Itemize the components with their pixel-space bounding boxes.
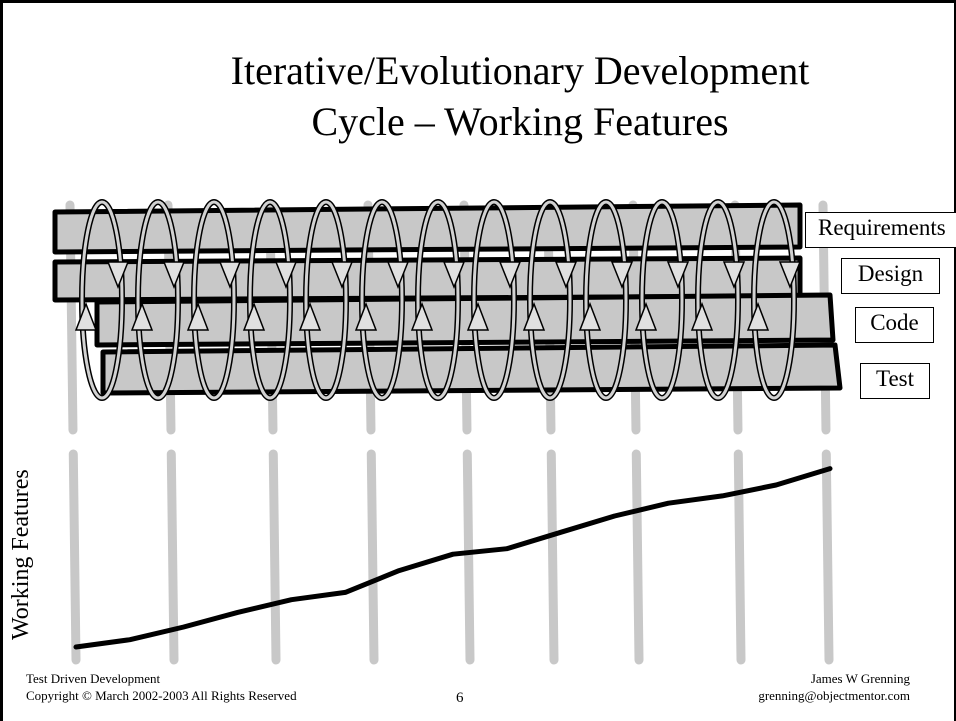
iteration-loop-12 — [690, 199, 746, 401]
loop-down-arrow — [330, 261, 354, 290]
footer-author: James W Grenning — [810, 671, 910, 686]
iteration-loop-10 — [578, 199, 634, 401]
working-features-point-8 — [452, 553, 454, 556]
working-features-point-7 — [398, 569, 401, 572]
iteration-loop-2 — [130, 199, 186, 401]
slide-border-left — [0, 0, 3, 721]
loop-inner — [192, 200, 236, 400]
loop-up-arrow — [298, 301, 322, 331]
loop-down-arrow — [666, 261, 690, 290]
footer-course-title: Test Driven Development — [26, 671, 161, 686]
loop-up-arrow — [410, 301, 434, 331]
working-features-point-12 — [667, 502, 670, 505]
loop-down-arrow — [610, 261, 634, 290]
working-features-point-15 — [829, 467, 831, 470]
loop-inner — [360, 200, 404, 400]
footer-left: Test Driven Development Copyright © Marc… — [26, 670, 297, 704]
phase-label-code: Code — [855, 307, 934, 343]
phase-label-test: Test — [860, 363, 930, 399]
working-features-point-4 — [236, 611, 239, 614]
loop-inner — [752, 200, 796, 400]
loop-up-arrow — [578, 301, 602, 331]
iteration-line-9 — [818, 200, 834, 665]
loop-up-arrow — [690, 301, 714, 331]
slide-title-line2: Cycle – Working Features — [311, 99, 729, 144]
phase-label-requirements: Requirements — [805, 212, 956, 248]
loop-inner — [80, 200, 124, 400]
working-features-point-5 — [290, 598, 293, 601]
iteration-loop-8 — [466, 199, 522, 401]
loop-inner — [584, 200, 628, 400]
loop-inner — [640, 200, 684, 400]
iteration-loop-6 — [354, 199, 410, 401]
footer-email: grenning@objectmentor.com — [758, 688, 910, 703]
slide-border-top — [0, 0, 956, 3]
iteration-loop-13 — [746, 199, 802, 401]
footer-right: James W Grenning grenning@objectmentor.c… — [758, 670, 910, 704]
loop-down-arrow — [274, 261, 298, 290]
working-features-point-9 — [505, 547, 508, 550]
loop-down-arrow — [554, 261, 578, 290]
working-features-point-1 — [75, 646, 77, 648]
footer-copyright: Copyright © March 2002-2003 All Rights R… — [26, 688, 297, 703]
code-band — [94, 292, 836, 348]
loop-down-arrow — [498, 261, 522, 290]
working-features-point-11 — [613, 514, 616, 517]
loop-inner — [472, 200, 516, 400]
loop-up-arrow — [746, 301, 770, 331]
iteration-loop-3 — [186, 199, 242, 401]
working-features-point-6 — [344, 591, 347, 594]
chart-y-axis-label: Working Features — [8, 469, 34, 640]
loop-down-arrow — [778, 261, 802, 290]
loop-up-arrow — [354, 301, 378, 331]
iteration-loop-1 — [74, 199, 130, 401]
loop-inner — [304, 200, 348, 400]
loop-up-arrow — [242, 301, 266, 331]
loop-down-arrow — [218, 261, 242, 290]
slide-border-right — [954, 0, 956, 721]
iteration-loop-9 — [522, 199, 578, 401]
iteration-loop-7 — [410, 199, 466, 401]
loop-down-arrow — [162, 261, 186, 290]
working-features-line — [73, 466, 833, 650]
loop-up-arrow — [466, 301, 490, 331]
iteration-loops — [74, 199, 802, 401]
iteration-loop-4 — [242, 199, 298, 401]
slide-title-line1: Iterative/Evolutionary Development — [230, 48, 810, 93]
loop-inner — [696, 200, 740, 400]
loop-up-arrow — [522, 301, 546, 331]
working-features-point-3 — [182, 625, 185, 628]
loop-up-arrow — [634, 301, 658, 331]
working-features-point-13 — [721, 494, 724, 497]
loop-inner — [248, 200, 292, 400]
loop-down-arrow — [722, 261, 746, 290]
iteration-loop-11 — [634, 199, 690, 401]
working-features-point-10 — [559, 531, 562, 534]
footer-page-number: 6 — [456, 690, 464, 706]
phase-label-design: Design — [841, 258, 940, 294]
loop-inner — [416, 200, 460, 400]
loop-down-arrow — [442, 261, 466, 290]
loop-inner — [136, 200, 180, 400]
loop-up-arrow — [74, 301, 98, 331]
working-features-chart — [73, 466, 833, 650]
loop-up-arrow — [130, 301, 154, 331]
loop-down-arrow — [386, 261, 410, 290]
loop-up-arrow — [186, 301, 210, 331]
loop-down-arrow — [106, 261, 130, 290]
working-features-point-2 — [128, 638, 131, 641]
iteration-loop-5 — [298, 199, 354, 401]
loop-inner — [528, 200, 572, 400]
working-features-point-14 — [775, 484, 778, 487]
